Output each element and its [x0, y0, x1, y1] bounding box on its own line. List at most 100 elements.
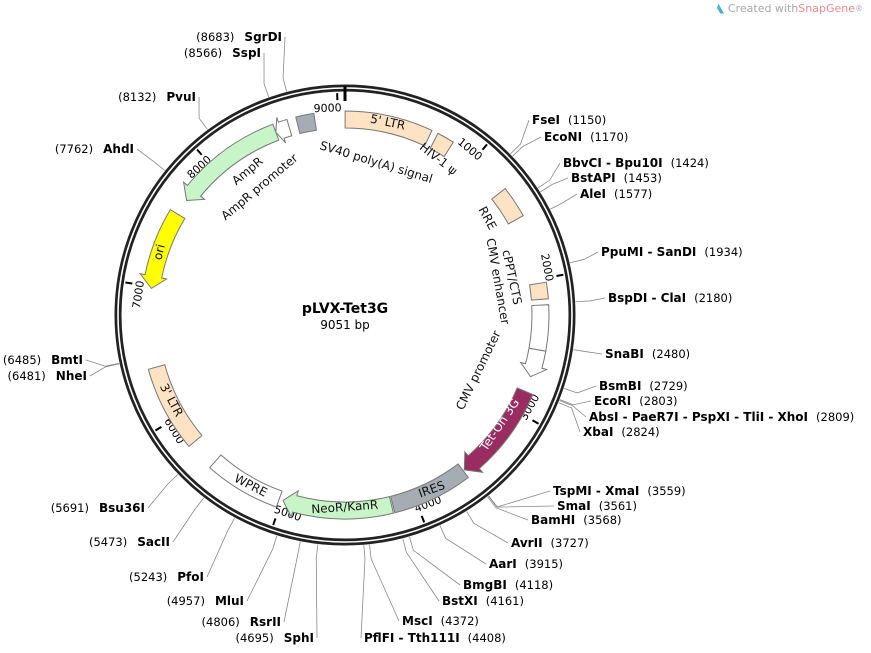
enzyme-leader-line: [85, 359, 120, 367]
feature-cmv-enhancer[interactable]: [528, 304, 550, 352]
feature-rre[interactable]: [491, 187, 524, 225]
enzyme-site-avrii[interactable]: AvrII(3727): [511, 536, 589, 550]
enzyme-leader-line: [206, 517, 235, 578]
enzyme-site-smai[interactable]: SmaI(3561): [557, 499, 637, 513]
enzyme-site-fsei[interactable]: FseI(1150): [532, 113, 606, 127]
enzyme-leader-line: [487, 496, 529, 521]
enzyme-site-bstapi[interactable]: BstAPI(1453): [571, 171, 662, 185]
enzyme-site-pflfi-tth111i[interactable]: PflFI - Tth111I(4408): [364, 631, 506, 645]
tick-label: 9000: [313, 101, 341, 115]
enzyme-site-bstxi[interactable]: BstXI(4161): [442, 594, 524, 608]
enzyme-site-mlui[interactable]: (4957)MluI: [167, 594, 244, 608]
enzyme-name: AbsI - PaeR7I - PspXI - TliI - XhoI: [589, 410, 808, 424]
enzyme-site-nhei[interactable]: (6481) NheI: [8, 369, 87, 383]
enzyme-leader-line: [402, 538, 440, 602]
feature-cppt-cts[interactable]: [528, 281, 549, 301]
feature-ires[interactable]: [390, 463, 470, 514]
enzyme-leader-line: [439, 525, 487, 565]
enzyme-name: SmaI: [557, 499, 591, 513]
feature-tet-on-3g[interactable]: [463, 387, 534, 473]
enzyme-leader-line: [198, 96, 208, 130]
enzyme-leader-line: [550, 193, 578, 210]
enzyme-position: (4695): [236, 631, 274, 645]
enzyme-name: BsmBI: [599, 379, 641, 393]
enzyme-position: (1453): [624, 171, 662, 185]
feature-neor-kanr[interactable]: [282, 489, 395, 520]
enzyme-name: NheI: [56, 369, 87, 383]
tick-label: 1000: [455, 135, 485, 163]
feature-label-cmv-promoter[interactable]: CMV promoter: [453, 328, 504, 412]
enzyme-site-snabi[interactable]: SnaBI (2480): [605, 347, 690, 361]
feature-ampr-promoter[interactable]: [275, 117, 293, 144]
enzyme-site-sspi[interactable]: (8566)SspI: [184, 46, 261, 60]
enzyme-site-bbvci-bpu10i[interactable]: BbvCI - Bpu10I(1424): [563, 156, 709, 170]
enzyme-site-ahdi[interactable]: (7762)AhdI: [55, 142, 134, 156]
feature-5-ltr[interactable]: [344, 110, 433, 147]
enzyme-site-alei[interactable]: AleI(1577): [580, 187, 652, 201]
enzyme-site-pvui[interactable]: (8132)PvuI: [118, 90, 196, 104]
feature-hiv-1[interactable]: [429, 132, 454, 158]
enzyme-name: MscI: [402, 614, 433, 628]
enzyme-site-bspdi-clai[interactable]: BspDI - ClaI(2180): [608, 291, 732, 305]
tick-mark: [196, 148, 203, 156]
feature-label-rre[interactable]: RRE: [476, 204, 500, 232]
enzyme-position: (5473): [89, 535, 127, 549]
enzyme-name: Bsu36I: [99, 501, 145, 515]
enzyme-site-aari[interactable]: AarI(3915): [489, 557, 563, 571]
enzyme-site-bmti[interactable]: (6485)BmtI: [3, 353, 83, 367]
tick-label: 2000: [538, 253, 556, 283]
enzyme-site-bsmbi[interactable]: BsmBI (2729): [599, 379, 688, 393]
tick-mark: [420, 515, 426, 523]
enzyme-site-msci[interactable]: MscI (4372): [402, 614, 479, 628]
enzyme-position: (2809): [816, 410, 854, 424]
feature-label-ori[interactable]: ori: [150, 243, 167, 262]
enzyme-site-bamhi[interactable]: BamHI(3568): [531, 513, 622, 527]
enzyme-leader-line: [147, 474, 179, 509]
enzyme-site-bsu36i[interactable]: (5691)Bsu36I: [51, 501, 145, 515]
enzyme-site-econi[interactable]: EcoNI(1170): [544, 130, 628, 144]
enzyme-site-ppumi-sandi[interactable]: PpuMI - SanDI(1934): [601, 245, 743, 259]
enzyme-site-tspmi-xmai[interactable]: TspMI - XmaI(3559): [553, 484, 686, 498]
feature-label-neor-kanr[interactable]: NeoR/KanR: [311, 498, 379, 517]
enzyme-name: EcoNI: [544, 130, 582, 144]
enzyme-site-bmgbi[interactable]: BmgBI(4118): [463, 578, 553, 592]
enzyme-leader-line: [172, 497, 205, 543]
enzyme-site-rsrii[interactable]: (4806)RsrII: [202, 615, 281, 629]
enzyme-site-sphi[interactable]: (4695)SphI: [236, 631, 315, 645]
enzyme-position: (6481): [8, 369, 46, 383]
enzyme-position: (4372): [441, 614, 479, 628]
enzyme-name: AarI: [489, 557, 517, 571]
enzyme-site-pfoi[interactable]: (5243)PfoI: [129, 570, 204, 584]
features: [138, 110, 550, 520]
watermark-prefix: Created with: [727, 2, 799, 15]
enzyme-name: SgrDI: [244, 30, 282, 44]
feature-cmv-promoter[interactable]: [519, 347, 549, 378]
enzyme-leader-line: [510, 119, 530, 155]
enzyme-leader-line: [246, 535, 278, 602]
enzyme-site-ecori[interactable]: EcoRI(2803): [594, 394, 678, 408]
feature-wpre[interactable]: [209, 454, 283, 508]
feature-label-sv40-polya[interactable]: SV40 poly(A) signal: [318, 138, 434, 186]
enzyme-site-sgrdi[interactable]: (8683)SgrDI: [196, 30, 282, 44]
feature-sv40-poly-a-signal[interactable]: [295, 112, 317, 135]
tick-mark: [481, 143, 488, 151]
feature-ampr[interactable]: [182, 123, 280, 201]
enzyme-site-sacii[interactable]: (5473)SacII: [89, 535, 170, 549]
enzyme-name: BstXI: [442, 594, 478, 608]
tick-label: 7000: [130, 280, 147, 310]
enzyme-leader-line: [136, 148, 166, 171]
enzyme-position: (4118): [515, 578, 553, 592]
enzyme-leader-line: [559, 399, 592, 406]
feature-3-ltr[interactable]: [147, 364, 203, 448]
enzyme-site-xbai[interactable]: XbaI(2824): [583, 425, 660, 439]
feature-ori[interactable]: [138, 208, 186, 290]
enzyme-site-absi-paer7i-pspxi-tlii-xhoi[interactable]: AbsI - PaeR7I - PspXI - TliI - XhoI (2809…: [589, 410, 854, 424]
enzyme-position: (1150): [568, 113, 606, 127]
enzyme-position: (2729): [649, 379, 687, 393]
enzyme-position: (2480): [652, 347, 690, 361]
enzyme-leader-line: [315, 544, 319, 639]
enzyme-name: TspMI - XmaI: [553, 484, 639, 498]
tick-mark: [272, 518, 277, 526]
enzyme-name: SnaBI: [605, 347, 644, 361]
